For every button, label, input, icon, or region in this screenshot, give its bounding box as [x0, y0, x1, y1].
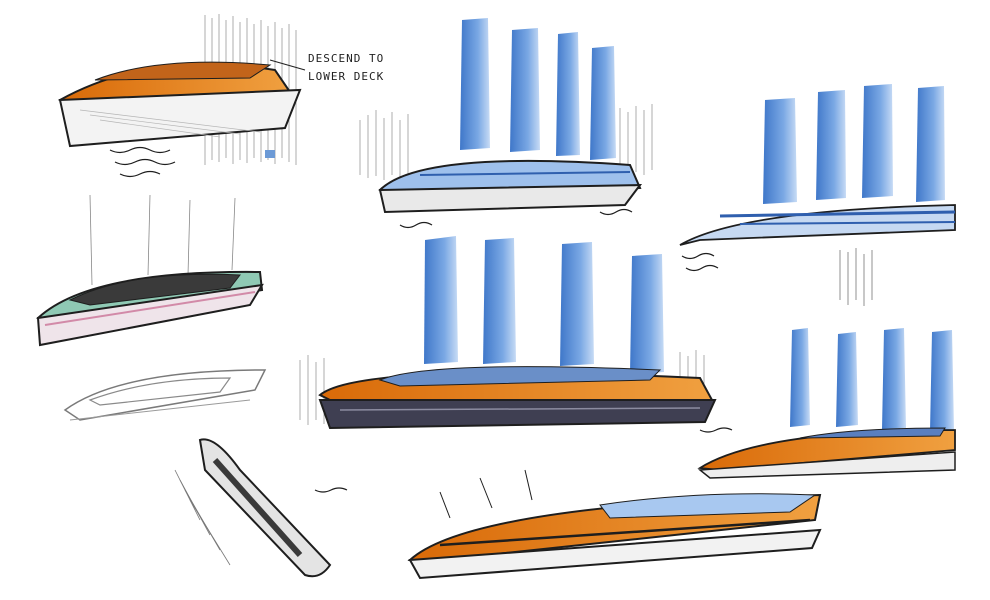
- sketch-sail-yacht-center: [299, 236, 733, 433]
- annotation-line-2: LOWER DECK: [308, 70, 385, 83]
- sketch-yacht-bottom-orange: [407, 469, 822, 580]
- sketch-yacht-pencil-outline: [63, 369, 267, 421]
- sketch-yacht-orange-deck: [58, 14, 306, 178]
- sketch-sail-yacht-right: [697, 328, 956, 479]
- annotation-line-1: DESCEND TO: [308, 52, 385, 65]
- sketch-yacht-green-deck: [36, 194, 264, 347]
- sketch-sail-yacht-top-center: [359, 18, 653, 229]
- sketch-sail-yacht-top-right: [679, 84, 956, 306]
- sketch-yacht-top-view: [174, 438, 348, 578]
